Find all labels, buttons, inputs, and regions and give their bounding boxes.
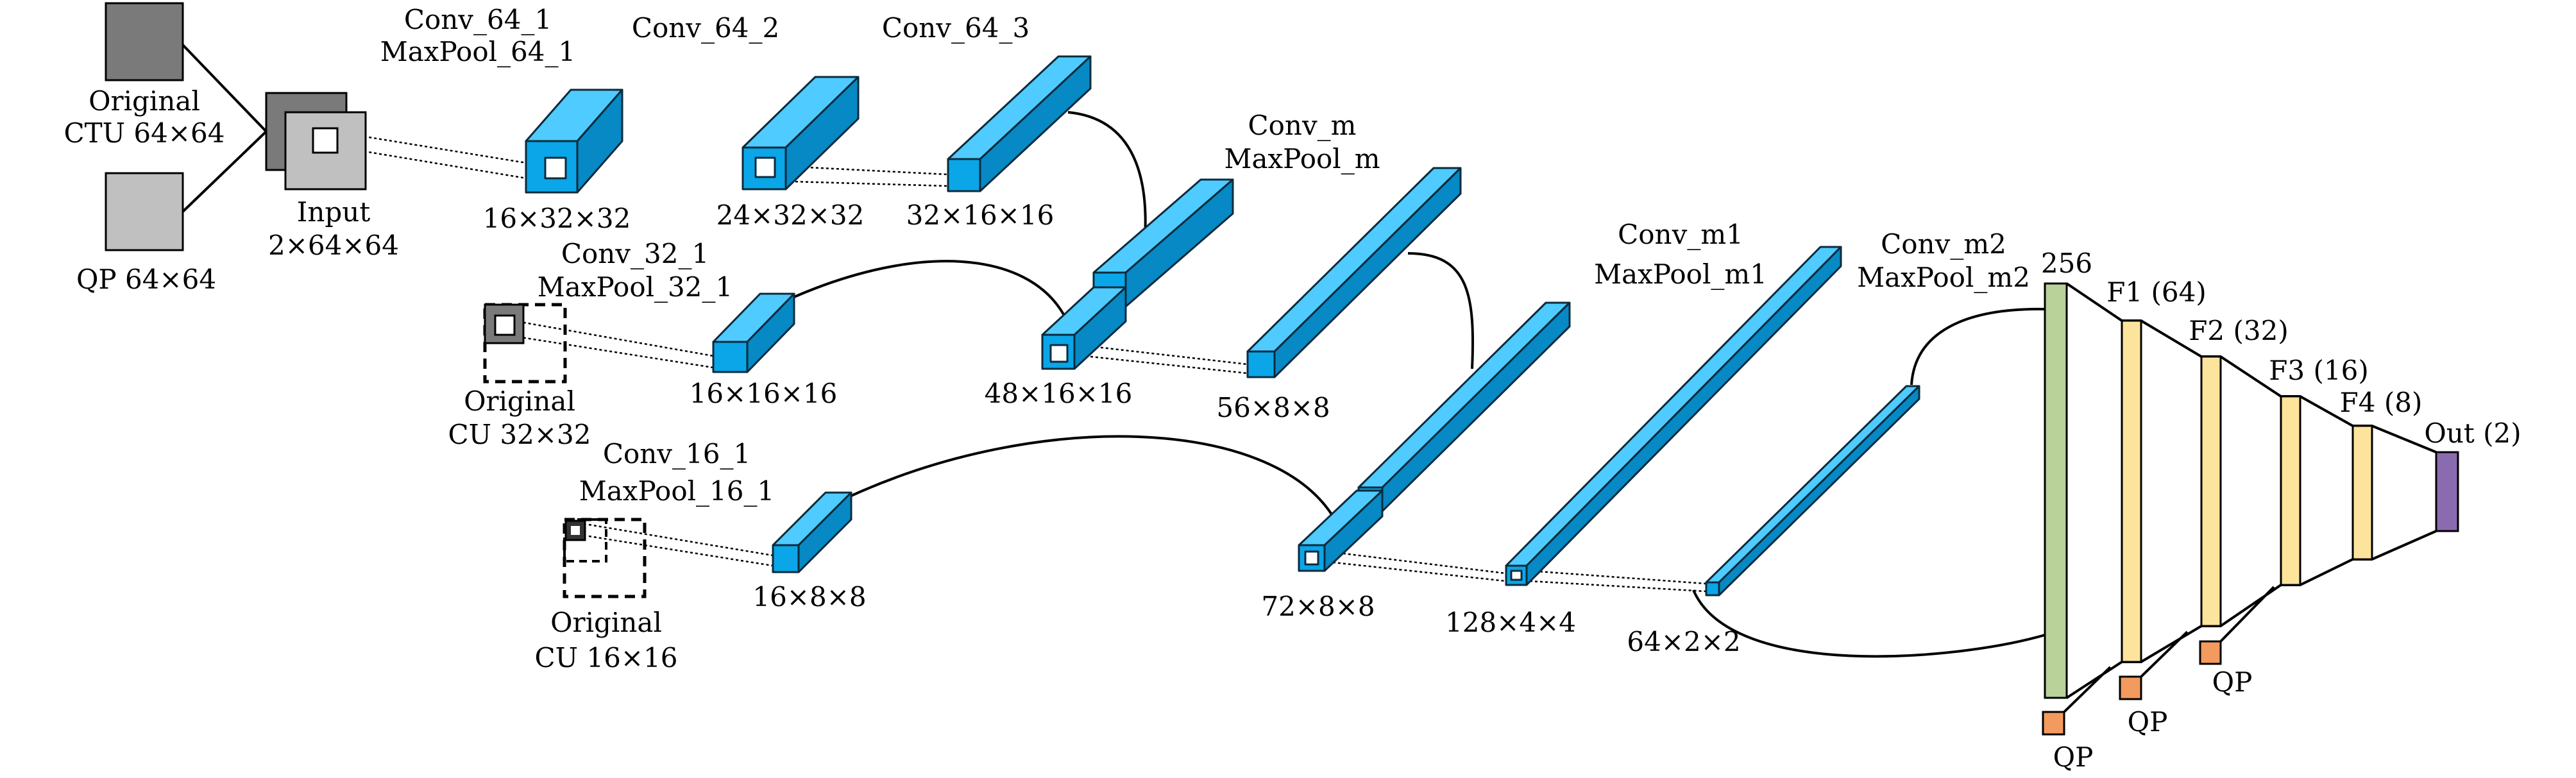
fc-f3-bar [2280, 395, 2301, 586]
label-shape-s9: 128×4×4 [1445, 607, 1576, 638]
label-fc-f1: F1 (64) [2106, 276, 2206, 308]
label-shape-s1: 16×32×32 [483, 203, 631, 234]
curve-convm-to-concat72 [1407, 252, 1475, 369]
fc-f4-bar [2351, 425, 2373, 561]
block-conv-64-2 [741, 76, 860, 190]
curve-conv64-3-to-concat [1067, 111, 1147, 238]
block-conv-m1 [1505, 246, 1842, 586]
cu16-crop-inner [563, 518, 607, 562]
block-conv-64-1 [525, 89, 623, 194]
qp-link-1 [2063, 666, 2112, 713]
block-conv-32-1 [712, 292, 795, 373]
block-concat-72 [1298, 301, 1571, 572]
cu32-kernel-window [494, 314, 516, 336]
label-shape-s10: 64×2×2 [1627, 626, 1740, 657]
label-shape-s7: 16×8×8 [752, 581, 866, 613]
curve-conv16-to-concat72 [851, 435, 1334, 518]
label-shape-s6: 56×8×8 [1216, 392, 1330, 423]
fc-out-bar [2435, 451, 2459, 532]
block-conv-16-1 [772, 491, 852, 573]
input-maps [105, 2, 647, 598]
cu32-crop-fill [484, 303, 525, 344]
label-conv-64-3: Conv_64_3 [882, 12, 1030, 44]
label-qp-1: QP [2053, 741, 2094, 773]
qp-node-2 [2119, 675, 2142, 700]
label-fc-f2: F2 (32) [2189, 315, 2288, 346]
label-shape-s8: 72×8×8 [1261, 591, 1375, 622]
label-shape-s5: 48×16×16 [985, 378, 1133, 409]
label-fc-f4: F4 (8) [2340, 387, 2423, 418]
link-qp-to-input [182, 130, 267, 213]
label-shape-s3: 32×16×16 [906, 199, 1055, 231]
block-conv-64-3 [947, 55, 1092, 192]
qp-node-3 [2199, 640, 2222, 665]
link-original-to-input [182, 44, 267, 133]
label-qp-2: QP [2128, 706, 2168, 738]
qp-link-2 [2140, 630, 2189, 678]
projection-lines [333, 130, 1707, 593]
curve-conv32-to-concat48 [793, 260, 1065, 316]
curve-convm1-to-fc [1692, 589, 2046, 658]
label-qp-3: QP [2212, 666, 2253, 698]
curve-convm2-to-fc [1910, 307, 2046, 385]
cu16-kernel-center [571, 526, 580, 535]
label-conv-64-2: Conv_64_2 [632, 12, 779, 44]
label-qp-map: QP 64×64 [76, 264, 216, 295]
fc-f2-bar [2200, 355, 2222, 627]
qp-node-1 [2042, 711, 2065, 736]
label-shape-s4: 16×16×16 [690, 378, 838, 409]
original-ctu-map [105, 2, 184, 81]
input-kernel-window [312, 127, 339, 154]
qp-map [105, 172, 184, 251]
fc-layers [2042, 282, 2459, 736]
block-concat-48 [1041, 178, 1234, 370]
conv-boxes [525, 55, 1920, 596]
label-fc-256: 256 [2041, 248, 2092, 279]
block-conv-m2 [1705, 385, 1920, 596]
block-conv-m [1246, 167, 1462, 378]
label-shape-s2: 24×32×32 [716, 199, 865, 231]
fc-f1-bar [2121, 319, 2142, 663]
fc-256-bar [2044, 282, 2068, 699]
label-fc-out: Out (2) [2424, 418, 2521, 449]
label-fc-f3: F3 (16) [2269, 355, 2368, 386]
qp-link-3 [2219, 586, 2275, 643]
